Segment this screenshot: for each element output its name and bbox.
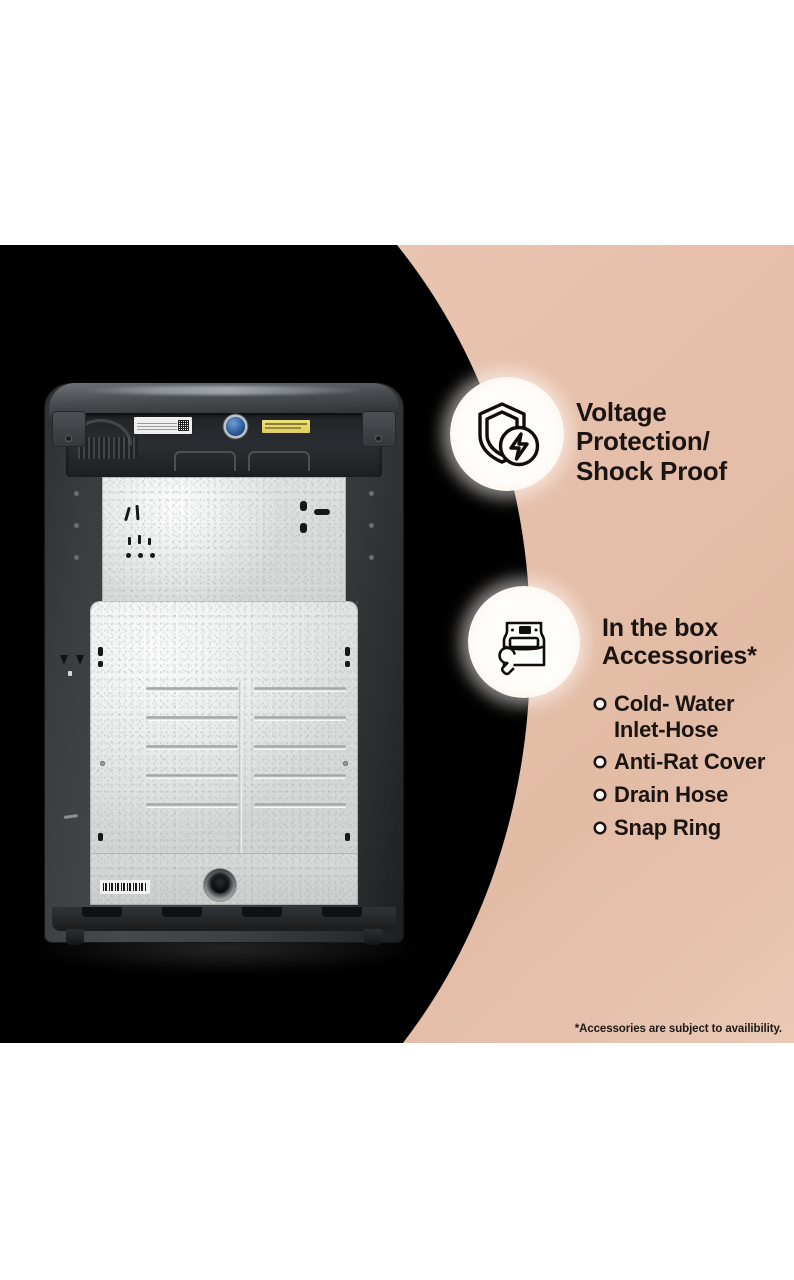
accessories-list: Cold- Water Inlet-Hose Anti-Rat Cover Dr… xyxy=(594,691,794,848)
panel-mark-2 xyxy=(135,504,140,521)
vent-group-left xyxy=(146,687,238,809)
vent-slot xyxy=(254,803,346,807)
clamp-left xyxy=(52,411,86,447)
panel-dot-3 xyxy=(150,553,155,558)
vent-slot xyxy=(254,745,346,749)
vent-slot xyxy=(146,716,238,720)
vent-slot xyxy=(146,745,238,749)
frame-screw-5 xyxy=(369,523,374,528)
accessories-disclaimer: *Accessories are subject to availibility… xyxy=(574,1023,782,1035)
warning-label xyxy=(262,420,310,433)
base-notch-3 xyxy=(242,907,282,917)
clamp-right xyxy=(362,411,396,447)
voltage-protection-badge xyxy=(450,377,564,491)
frame-screw-3 xyxy=(74,555,79,560)
voltage-protection-title: Voltage Protection/ Shock Proof xyxy=(576,397,727,486)
machine-body xyxy=(44,383,404,945)
panel-socket-2 xyxy=(300,523,307,533)
list-item-cold-water-inlet-hose: Cold- Water Inlet-Hose xyxy=(594,691,794,742)
upper-back-panel xyxy=(102,477,346,605)
vent-slot xyxy=(146,687,238,691)
base-notch-1 xyxy=(82,907,122,917)
panel-clip-3 xyxy=(345,647,350,656)
panel-screw-1 xyxy=(100,761,105,766)
qr-code-icon xyxy=(178,420,189,431)
list-item-drain-hose: Drain Hose xyxy=(594,782,794,808)
panel-clip-2 xyxy=(98,661,103,667)
barcode-label xyxy=(100,880,150,894)
main-back-panel xyxy=(90,601,358,891)
vent-slot xyxy=(254,774,346,778)
in-the-box-badge xyxy=(468,586,580,698)
panel-clip-4 xyxy=(345,661,350,667)
label-text-lines xyxy=(137,421,177,430)
panel-clip-6 xyxy=(345,833,350,841)
machine-foot-left xyxy=(66,929,84,945)
deck-bracket-right xyxy=(248,451,310,471)
panel-dot-1 xyxy=(126,553,131,558)
frame-screw-2 xyxy=(74,523,79,528)
panel-mark-4 xyxy=(138,535,141,544)
water-inlet-port xyxy=(226,417,245,436)
vent-slot xyxy=(254,687,346,691)
frame-screw-1 xyxy=(74,491,79,496)
panel-clip-5 xyxy=(98,833,103,841)
keyhole-1 xyxy=(60,655,68,665)
list-item-snap-ring: Snap Ring xyxy=(594,815,794,841)
feature-banner: Voltage Protection/ Shock Proof In the b… xyxy=(0,245,794,1043)
clamp-screw-right xyxy=(375,435,382,442)
panel-screw-2 xyxy=(343,761,348,766)
frame-slot xyxy=(63,814,79,819)
vent-group-right xyxy=(254,687,346,809)
panel-mark-3 xyxy=(128,537,131,545)
drain-outlet-port xyxy=(204,869,236,901)
panel-center-seam xyxy=(239,681,242,871)
deck-bracket-left xyxy=(174,451,236,471)
keyhole-dot xyxy=(68,671,72,676)
vent-slot xyxy=(146,803,238,807)
washing-machine-image xyxy=(30,383,422,973)
warning-line-2 xyxy=(265,427,301,429)
shield-bolt-icon xyxy=(468,395,546,473)
warning-line-1 xyxy=(265,423,307,425)
clamp-screw-left xyxy=(65,435,72,442)
frame-screw-4 xyxy=(369,491,374,496)
base-notch-4 xyxy=(322,907,362,917)
vent-slot xyxy=(254,716,346,720)
barcode-bars xyxy=(103,883,147,891)
base-notch-2 xyxy=(162,907,202,917)
washing-machine-wrench-icon xyxy=(486,604,562,680)
panel-mark-5 xyxy=(148,538,151,545)
machine-foot-right xyxy=(364,929,382,945)
frame-screw-6 xyxy=(369,555,374,560)
panel-dot-2 xyxy=(138,553,143,558)
panel-socket-3 xyxy=(314,509,330,515)
list-item-anti-rat-cover: Anti-Rat Cover xyxy=(594,749,794,775)
panel-mark-1 xyxy=(124,506,131,522)
keyhole-2 xyxy=(76,655,84,665)
rating-label xyxy=(134,417,192,434)
in-the-box-title: In the box Accessories* xyxy=(602,614,757,671)
panel-socket-1 xyxy=(300,501,307,511)
machine-rear-deck xyxy=(66,413,382,477)
vent-slot xyxy=(146,774,238,778)
panel-clip-1 xyxy=(98,647,103,656)
